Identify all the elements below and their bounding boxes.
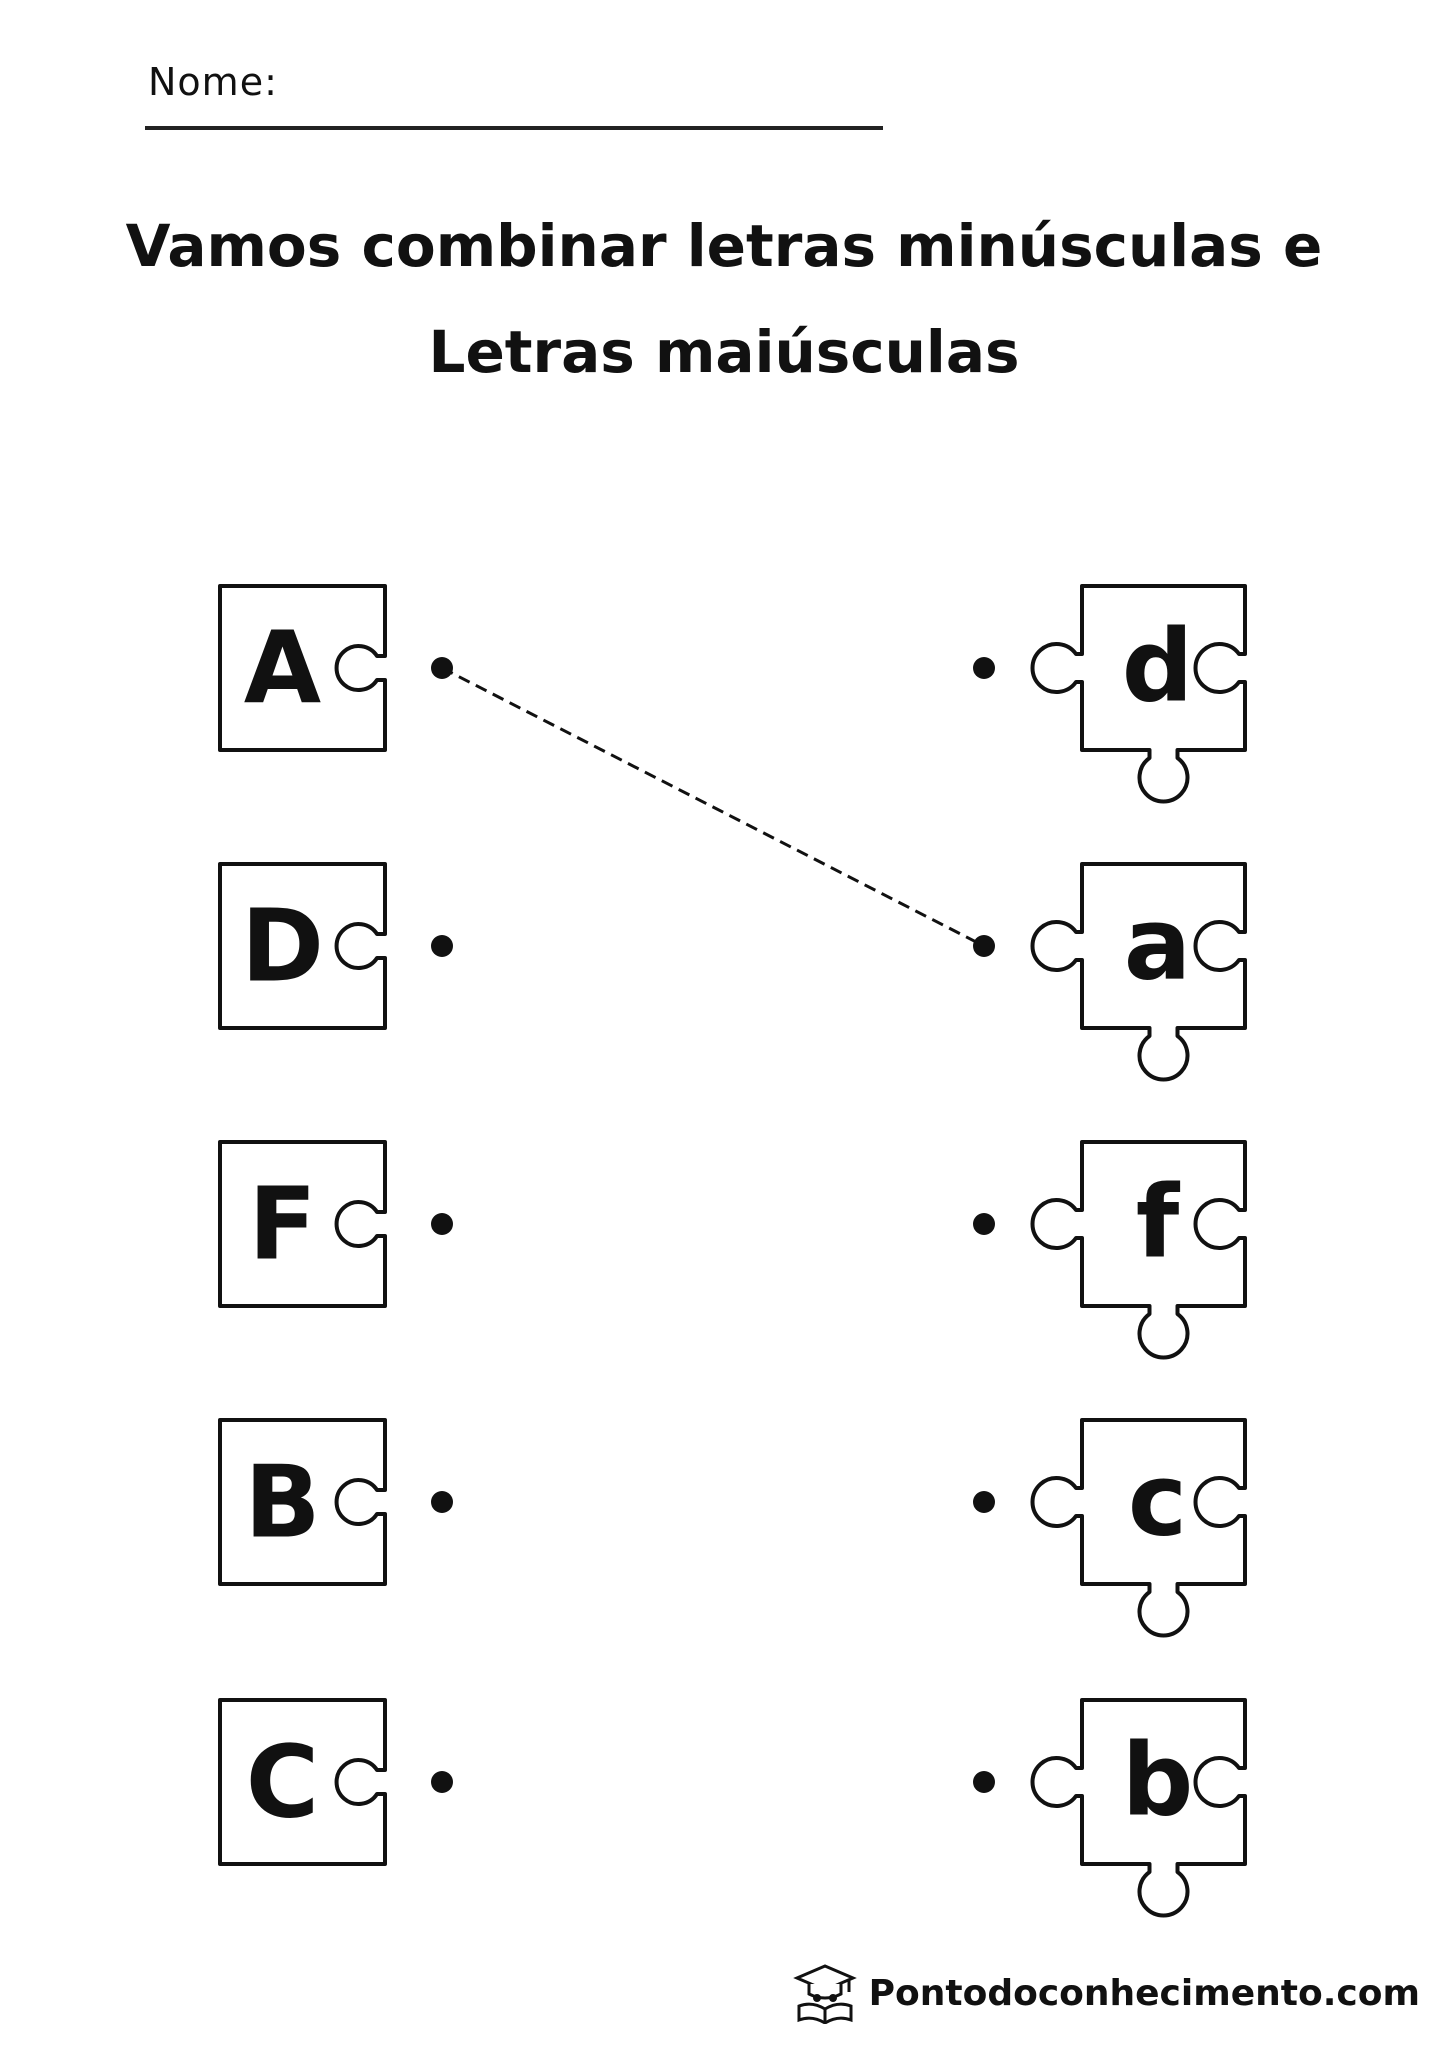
lowercase-letter: b xyxy=(1122,1722,1194,1839)
lowercase-letter: d xyxy=(1122,608,1194,725)
left-connect-dot[interactable] xyxy=(431,657,453,679)
worksheet-title-line2: Letras maiúsculas xyxy=(428,318,1020,386)
left-connect-dot[interactable] xyxy=(431,1491,453,1513)
puzzle-piece-uppercase xyxy=(218,1140,387,1308)
puzzle-piece-lowercase xyxy=(1030,1140,1247,1360)
puzzle-piece-lowercase xyxy=(1030,1698,1247,1918)
puzzle-piece-lowercase xyxy=(1030,1418,1247,1638)
name-write-line[interactable] xyxy=(145,126,883,130)
puzzle-piece-lowercase xyxy=(1030,584,1247,804)
example-match-line xyxy=(441,666,985,948)
lowercase-letter: c xyxy=(1128,1442,1187,1559)
uppercase-letter: C xyxy=(246,1724,319,1841)
lowercase-letter: f xyxy=(1136,1164,1181,1281)
puzzle-piece-uppercase xyxy=(218,1418,387,1586)
right-connect-dot[interactable] xyxy=(973,657,995,679)
uppercase-letter: D xyxy=(241,888,324,1005)
right-connect-dot[interactable] xyxy=(973,1491,995,1513)
right-connect-dot[interactable] xyxy=(973,1213,995,1235)
graduation-book-icon xyxy=(792,1964,857,2024)
left-connect-dot[interactable] xyxy=(431,1213,453,1235)
puzzle-piece-uppercase xyxy=(218,584,387,752)
uppercase-letter: B xyxy=(244,1444,320,1561)
lowercase-letter: a xyxy=(1124,886,1191,1003)
puzzle-piece-uppercase xyxy=(218,862,387,1030)
uppercase-letter: A xyxy=(244,610,321,727)
left-connect-dot[interactable] xyxy=(431,935,453,957)
footer-brand: Pontodoconhecimento.com xyxy=(792,1958,1420,2028)
left-connect-dot[interactable] xyxy=(431,1771,453,1793)
footer-site-text: Pontodoconhecimento.com xyxy=(868,1972,1420,2014)
uppercase-letter: F xyxy=(248,1166,316,1283)
right-connect-dot[interactable] xyxy=(973,935,995,957)
puzzle-piece-lowercase xyxy=(1030,862,1247,1082)
puzzle-piece-uppercase xyxy=(218,1698,387,1866)
worksheet-title-line1: Vamos combinar letras minúsculas e xyxy=(125,212,1323,280)
name-label: Nome: xyxy=(148,60,278,104)
right-connect-dot[interactable] xyxy=(973,1771,995,1793)
